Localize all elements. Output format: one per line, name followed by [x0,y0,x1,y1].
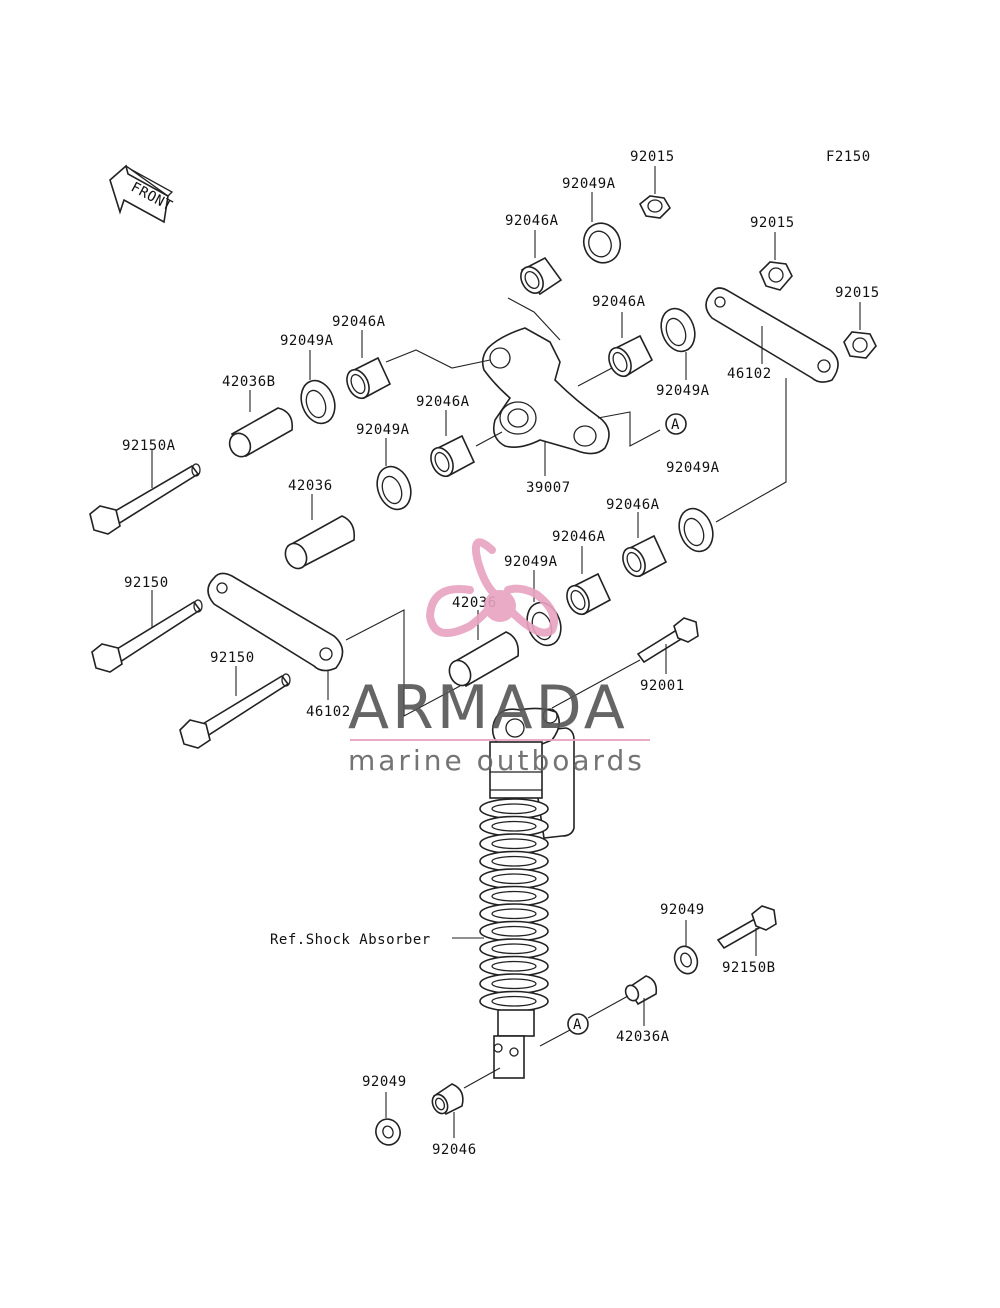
nut-92015-top [638,195,672,219]
spring-coil-inner [491,960,537,972]
spring-coil [479,903,549,925]
nut-92015-far-right [843,331,877,359]
spring-coil-inner [491,820,537,832]
spring-coil-inner [491,890,537,902]
spring-coil-inner [491,803,537,815]
watermark-tagline: marine outboards [348,744,645,777]
label-42036A: 42036A [616,1029,670,1045]
spring-coil [479,850,549,872]
label-46102-upper: 46102 [727,366,772,382]
collar-92049-right [673,945,699,975]
label-92015-far-right: 92015 [835,285,880,301]
callout-A-upper: A [665,413,687,435]
label-92049A-top: 92049A [562,176,616,192]
spring-coil-inner [491,925,537,937]
label-92015-right: 92015 [750,215,795,231]
label-92049A-center: 92049A [356,422,410,438]
spring-coil-inner [491,908,537,920]
label-92049A-right: 92049A [666,460,720,476]
label-92015-top: 92015 [630,149,675,165]
label-92001: 92001 [640,678,685,694]
bearing-92046A-low2 [566,572,612,616]
label-92046A-low: 92046A [606,497,660,513]
spring-coil-inner [491,978,537,990]
label-42036: 42036 [288,478,333,494]
shock-spring [479,798,549,1012]
spring-coil-inner [491,943,537,955]
label-92049A-low: 92049A [504,554,558,570]
spring-coil-inner [491,873,537,885]
spring-coil [479,868,549,890]
label-92150-upper: 92150 [124,575,169,591]
collar-92049A-right [678,507,714,553]
label-42036B: 42036B [222,374,276,390]
spring-coil [479,885,549,907]
bearing-92046A-mid [608,334,654,378]
label-92046A-center: 92046A [416,394,470,410]
label-92046-bottom: 92046 [432,1142,477,1158]
label-92150-lower: 92150 [210,650,255,666]
label-92150B: 92150B [722,960,776,976]
watermark-brand: ARMADA [348,673,628,743]
sleeve-42036A [624,975,658,1006]
figure-code: F2150 [826,149,871,165]
sleeve-42036 [284,515,356,570]
collar-92049A-mid [660,307,696,353]
svg-text:A: A [671,417,680,433]
svg-text:A: A [573,1017,582,1033]
collar-92049A-top [582,222,622,264]
spring-coil-inner [491,838,537,850]
label-92046A-mid: 92046A [592,294,646,310]
spring-coil-inner [491,855,537,867]
collar-92049A-center [376,465,412,511]
spring-coil [479,973,549,995]
bolt-92150-upper [91,599,203,673]
sleeve-42036-low [448,631,520,688]
spring-coil [479,955,549,977]
label-92049A-left: 92049A [280,333,334,349]
ref-shock-absorber-label: Ref.Shock Absorber [270,932,431,948]
nut-92015-right [759,261,793,291]
bolt-92150-lower [179,673,291,749]
bolt-92150A [89,463,201,535]
callout-A-lower: A [567,1013,589,1035]
spring-coil [479,833,549,855]
sleeve-42036B [228,407,294,458]
label-92049-right: 92049 [660,902,705,918]
label-92049-bottom: 92049 [362,1074,407,1090]
bearing-92046A-center [430,434,476,478]
spring-coil [479,990,549,1012]
spring-coil [479,798,549,820]
label-92046A-top: 92046A [505,213,559,229]
collar-92049-bottom [375,1118,401,1146]
spring-coil-inner [491,995,537,1007]
shock-absorber [479,707,575,1079]
front-direction-arrow: FRONT [109,164,175,224]
propeller-logo-icon [425,538,558,638]
bearing-92046A-left [346,356,392,400]
spring-coil [479,815,549,837]
rocker-arm-39007 [481,327,610,455]
label-92046A-left: 92046A [332,314,386,330]
collar-92049A-left [300,379,336,425]
bolt-92150B [716,905,777,950]
label-92150A: 92150A [122,438,176,454]
label-39007: 39007 [526,480,571,496]
bearing-92046A-top [520,256,563,296]
spring-coil [479,938,549,960]
label-46102-lower: 46102 [306,704,351,720]
label-92049A-mid: 92049A [656,383,710,399]
bearing-92046A-low [622,534,668,578]
bolt-92001 [636,617,699,664]
tie-rod-46102-lower [207,572,344,672]
bearing-92046 [431,1083,464,1116]
spring-coil [479,920,549,942]
armada-watermark: ARMADA marine outboards [348,538,650,777]
tie-rod-46102-upper [705,287,839,383]
label-92046A-low2: 92046A [552,529,606,545]
